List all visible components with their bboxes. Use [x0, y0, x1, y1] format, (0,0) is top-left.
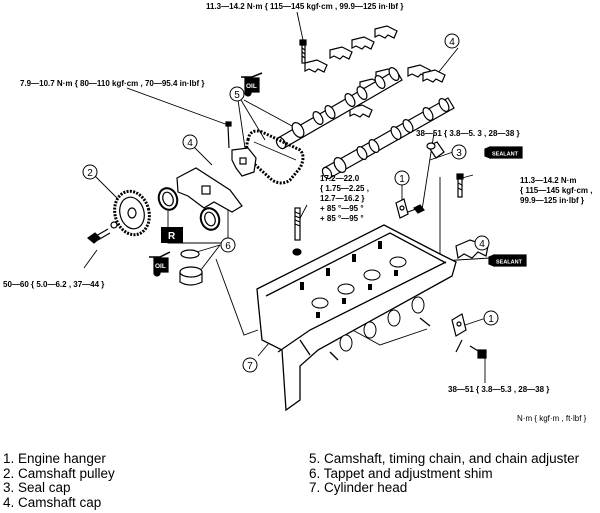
- sealant-tag-lower: SEALANT: [496, 260, 523, 266]
- legend-item-3: 3. Seal cap: [3, 480, 71, 495]
- callout-2: 2: [87, 168, 93, 179]
- cylinder-head: [256, 224, 457, 412]
- pulley-bolt: [87, 228, 111, 244]
- side-cap-bolt: [456, 173, 464, 198]
- torque-head-bolt: 17.2—22.0 { 1.75—2.25 , 12.7—16.2 } + 85…: [320, 174, 369, 224]
- oil-can-top: [241, 72, 263, 97]
- oil-seals: [157, 187, 221, 231]
- legend-item-7: 7. Cylinder head: [309, 480, 408, 495]
- engine-hanger-lower: [451, 313, 487, 359]
- torque-head-bolt-line-4: + 85 °—95 °: [320, 204, 364, 213]
- callout-4-left: 4: [187, 138, 193, 149]
- legend-left: 1. Engine hanger 2. Camshaft pulley 3. S…: [3, 451, 115, 510]
- front-camshaft-cap: [176, 167, 243, 213]
- callout-1-lower: 1: [488, 314, 494, 325]
- callout-5: 5: [234, 90, 240, 101]
- tappet-and-shim: [179, 249, 203, 286]
- torque-head-bolt-line-1: 17.2—22.0: [320, 174, 360, 183]
- sealant-tube-lower: [488, 254, 527, 267]
- callout-1-upper: 1: [399, 174, 405, 185]
- torque-cap-side-bolt-line-1: 11.3—14.2 N·m: [520, 176, 577, 185]
- torque-head-bolt-line-3: 12.7—16.2 }: [320, 194, 365, 203]
- sealant-tube-upper: [484, 146, 523, 159]
- seal-cap: [426, 141, 445, 159]
- callout-6: 6: [225, 241, 231, 252]
- oil-can-bottom: [149, 251, 171, 277]
- camshaft-cap-bolt: [299, 39, 307, 64]
- torque-cap-side-bolt-line-2: { 115—145 kgf·cm ,: [520, 186, 593, 195]
- legend-item-6: 6. Tappet and adjustment shim: [309, 465, 493, 481]
- camshaft-pulley: [110, 189, 151, 237]
- units-note: N·m { kgf·m , ft·lbf }: [517, 414, 587, 423]
- sealant-tag-upper: SEALANT: [492, 152, 519, 158]
- callouts: [82, 33, 499, 373]
- legend-right: 5. Camshaft, timing chain, and chain adj…: [309, 451, 580, 496]
- replace-tag: R: [168, 231, 176, 242]
- legend-item-5: 5. Camshaft, timing chain, and chain adj…: [309, 451, 580, 466]
- oil-tag-top: OIL: [246, 83, 257, 90]
- legend-item-2: 2. Camshaft pulley: [3, 465, 115, 481]
- torque-camshaft-cap-bolt: 11.3—14.2 N·m { 115—145 kgf·cm , 99.9—12…: [206, 2, 404, 11]
- torque-chain-adjuster-bolt: 7.9—10.7 N·m { 80—110 kgf·cm , 70—95.4 i…: [20, 79, 205, 88]
- torque-engine-hanger-lower: 38—51 { 3.8—5.3 , 28—38 }: [448, 385, 550, 394]
- torque-head-bolt-line-2: { 1.75—2.25 ,: [320, 184, 369, 193]
- camshaft-caps: [304, 25, 446, 118]
- legend-item-1: 1. Engine hanger: [3, 451, 106, 466]
- torque-engine-hanger-upper: 38—51 { 3.8—5. 3 , 28—38 }: [416, 129, 520, 138]
- exploded-view-diagram: OIL OIL SEALANT SEALANT R 4 5 4 2 1 3 4 …: [82, 11, 527, 412]
- camshafts: [275, 67, 455, 180]
- cylinder-head-bolt: [292, 207, 302, 256]
- torque-head-bolt-line-5: + 85 °—95 °: [320, 214, 364, 223]
- torque-cap-side-bolt-line-3: 99.9—125 in·lbf }: [520, 196, 585, 205]
- callout-7: 7: [247, 361, 253, 372]
- engine-hanger-upper: [395, 198, 425, 219]
- oil-tag-bottom: OIL: [155, 263, 166, 270]
- chain-adjuster: [225, 121, 257, 177]
- callout-4-right: 4: [479, 239, 485, 250]
- callout-3: 3: [456, 148, 462, 159]
- replace-tag-box: [161, 227, 183, 243]
- callout-4-top: 4: [449, 37, 455, 48]
- torque-pulley-bolt: 50—60 { 5.0—6.2 , 37—44 }: [3, 280, 105, 289]
- torque-cap-side-bolt: 11.3—14.2 N·m { 115—145 kgf·cm , 99.9—12…: [520, 176, 592, 206]
- legend-item-4: 4. Camshaft cap: [3, 494, 102, 510]
